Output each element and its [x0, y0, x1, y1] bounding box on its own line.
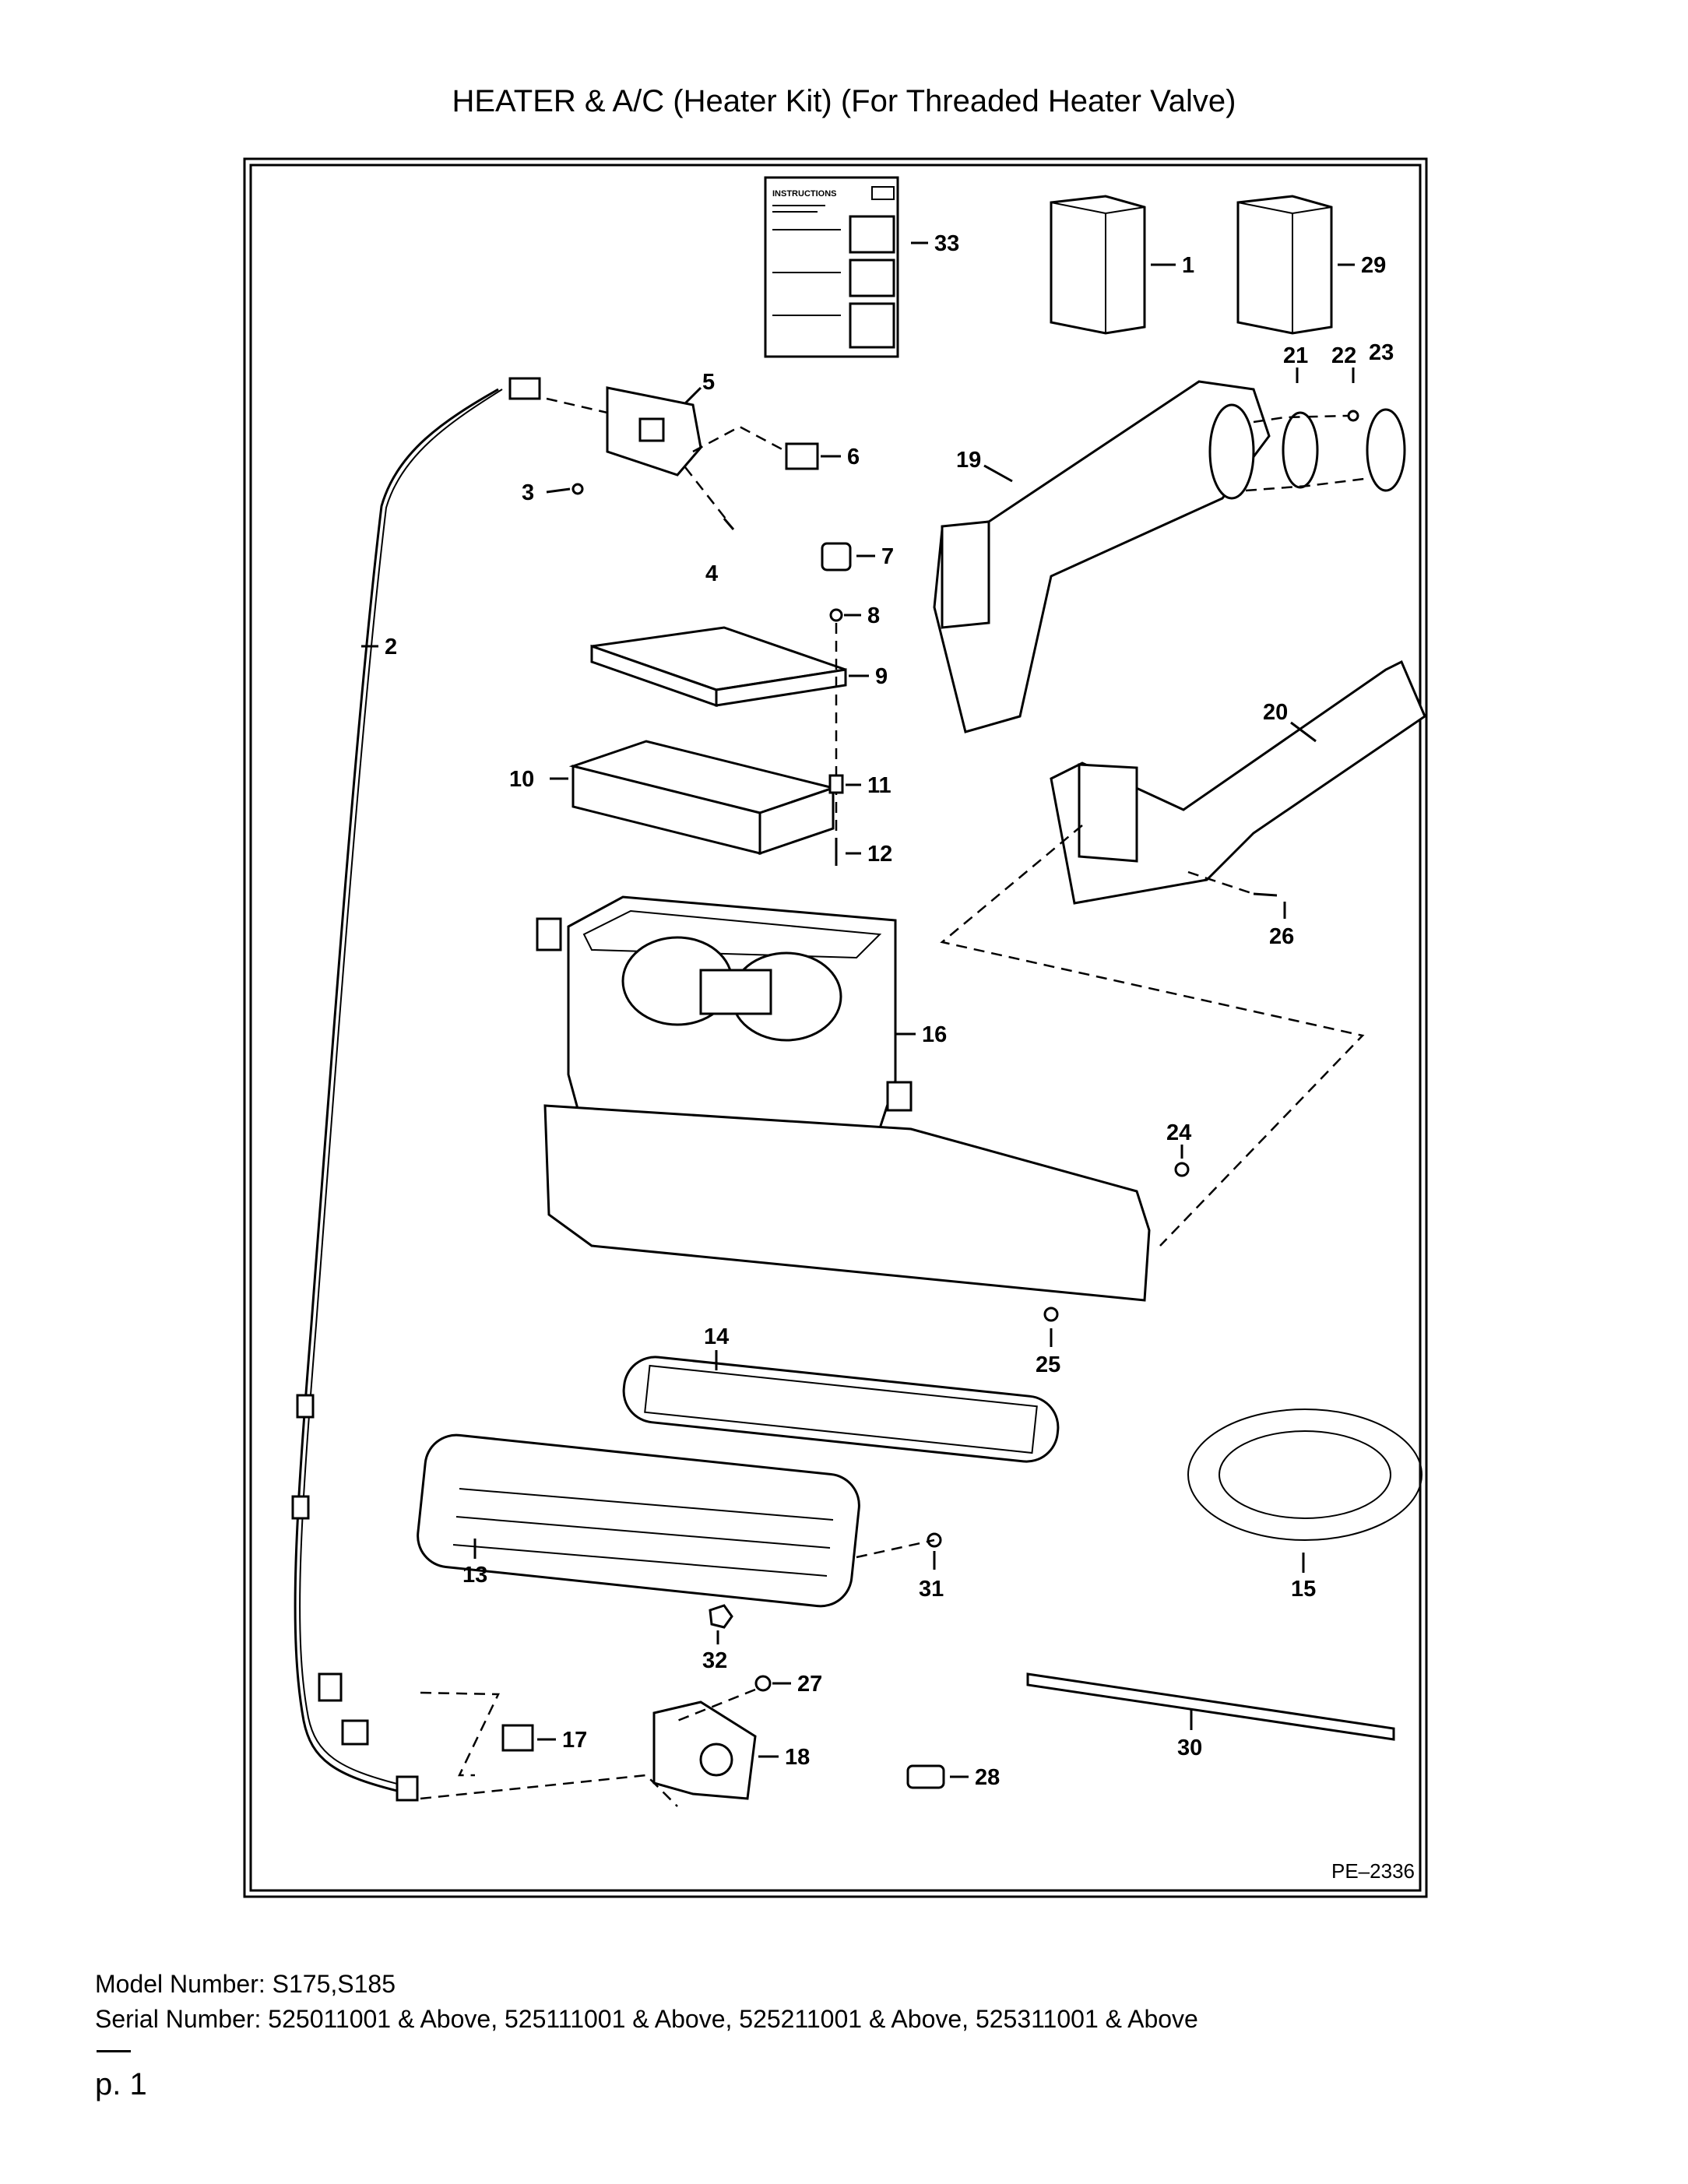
- callout-2: 2: [385, 635, 397, 659]
- callout-9: 9: [875, 664, 888, 689]
- box-part-1: [1050, 195, 1146, 335]
- filter-panel: [622, 1356, 1060, 1463]
- screw-22: [1347, 410, 1359, 422]
- callout-4: 4: [705, 561, 718, 586]
- spacer-11: [828, 774, 844, 794]
- callout-22: 22: [1331, 343, 1356, 368]
- callout-7: 7: [881, 544, 894, 569]
- callout-12: 12: [867, 842, 892, 867]
- page-title: HEATER & A/C (Heater Kit) (For Threaded …: [452, 84, 1236, 118]
- model-number-line: Model Number: S175,S185: [95, 1970, 396, 1998]
- callout-10: 10: [509, 767, 534, 792]
- diagram-frame-inner: [249, 164, 1422, 1892]
- callout-6: 6: [847, 445, 860, 470]
- callout-32: 32: [702, 1648, 727, 1673]
- callout-26: 26: [1269, 924, 1294, 949]
- figure-id: PE–2336: [1331, 1859, 1415, 1883]
- callout-16: 16: [922, 1022, 947, 1047]
- callout-3: 3: [522, 480, 534, 505]
- screw-26: [1253, 892, 1278, 897]
- fastener-32: [709, 1604, 733, 1629]
- lower-duct: [1050, 659, 1426, 905]
- callout-29: 29: [1361, 253, 1386, 278]
- callout-15: 15: [1291, 1577, 1316, 1602]
- callout-18: 18: [785, 1745, 810, 1770]
- heater-valve: [652, 1700, 757, 1800]
- callout-11: 11: [867, 773, 891, 798]
- callout-1: 1: [1182, 253, 1194, 278]
- leader-lines: [361, 241, 1355, 1778]
- callout-13: 13: [462, 1563, 487, 1588]
- callout-28: 28: [975, 1765, 1000, 1790]
- nut-25: [1043, 1307, 1059, 1322]
- outlet-grille: [417, 1433, 860, 1608]
- callout-27: 27: [797, 1672, 822, 1697]
- callout-33: 33: [934, 231, 959, 256]
- instructions-heading: INSTRUCTIONS: [772, 189, 837, 199]
- control-knob: [821, 542, 852, 571]
- vent-23: [1366, 408, 1406, 492]
- upper-duct: [933, 380, 1271, 733]
- page-number: p. 1: [95, 2067, 147, 2101]
- relay-17: [501, 1724, 534, 1752]
- callout-23: 23: [1369, 340, 1394, 365]
- filter-pad: [568, 740, 838, 856]
- callout-24: 24: [1166, 1120, 1191, 1145]
- nut-27: [754, 1675, 772, 1692]
- callout-14: 14: [704, 1324, 729, 1349]
- instruction-sheet: INSTRUCTIONS: [764, 176, 899, 358]
- callout-8: 8: [867, 603, 880, 628]
- heater-housing: [536, 895, 1151, 1302]
- coiled-hose: [1187, 1409, 1422, 1541]
- callout-numbers: 1 2 3 4 5 6 7 8 9 10 11 12 13 14 15 16 1…: [385, 231, 1394, 1790]
- callout-25: 25: [1036, 1352, 1060, 1377]
- nut-24: [1174, 1162, 1190, 1177]
- wire-harness: [291, 377, 541, 1802]
- nut-8: [829, 608, 843, 622]
- switch-bracket: [606, 386, 702, 477]
- ring-21: [1282, 411, 1319, 489]
- box-part-29: [1236, 195, 1333, 335]
- louver-grille: [590, 626, 847, 708]
- callout-21: 21: [1283, 343, 1308, 368]
- callout-17: 17: [562, 1728, 587, 1753]
- callout-31: 31: [919, 1577, 944, 1602]
- callout-19: 19: [956, 448, 981, 473]
- screw-4: [723, 518, 735, 530]
- diagram-frame: [243, 157, 1428, 1898]
- screw-3: [571, 483, 584, 495]
- separator-line: [97, 2050, 131, 2052]
- exploded-parts-diagram: INSTRUCTIONS: [243, 157, 1428, 1898]
- rocker-switch: [785, 442, 819, 470]
- callout-5: 5: [702, 370, 715, 395]
- serial-number-line: Serial Number: 525011001 & Above, 525111…: [95, 2005, 1198, 2033]
- seal-strip-30: [1026, 1672, 1395, 1741]
- callout-30: 30: [1177, 1736, 1202, 1760]
- callout-20: 20: [1263, 700, 1288, 725]
- clip-28: [906, 1764, 945, 1789]
